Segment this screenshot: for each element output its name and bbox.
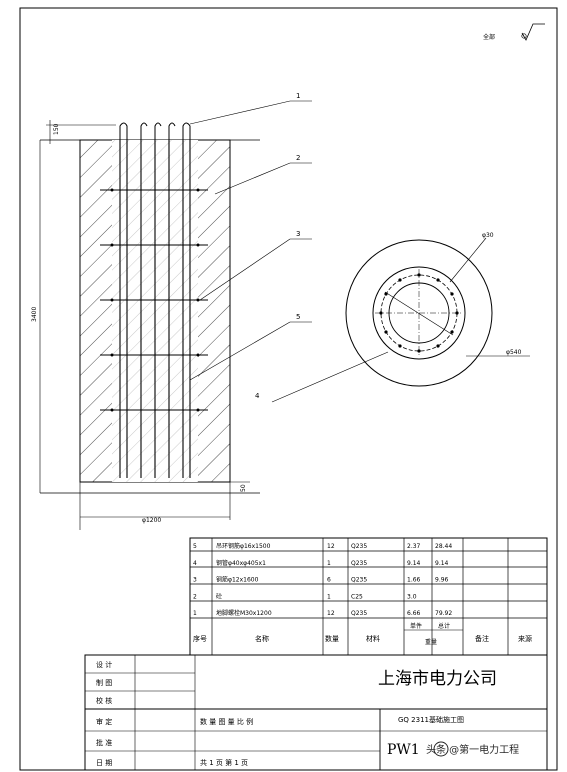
bom-header-no: 序号 <box>193 634 207 643</box>
bom-cell-material: Q235 <box>351 610 367 617</box>
bom-cell-name: 砼 <box>216 592 222 600</box>
bom-cell-unit: 1.66 <box>407 577 421 584</box>
bom-header-weight: 重量 <box>425 638 437 646</box>
role-approve: 审 定 <box>96 717 112 726</box>
drawing-title: GQ 2311基础施工图 <box>398 715 464 724</box>
bom-cell-total: 9.96 <box>435 577 449 584</box>
role-check: 校 核 <box>96 696 112 705</box>
company-name: 上海市电力公司 <box>378 669 497 689</box>
bom-cell-unit: 6.66 <box>407 610 421 617</box>
bom-cell-total: 28.44 <box>435 543 452 550</box>
bom-cell-qty: 6 <box>327 577 331 584</box>
bom-cell-unit: 2.37 <box>407 543 421 550</box>
bom-cell-material: C25 <box>351 593 363 600</box>
bom-cell-qty: 1 <box>327 560 331 567</box>
bom-header-material: 材料 <box>366 634 380 643</box>
bom-cell-unit: 9.14 <box>407 560 421 567</box>
callout-leaders <box>189 100 389 403</box>
callout-3: 3 <box>296 230 300 238</box>
bom-cell-total: 9.14 <box>435 560 449 567</box>
dim-top <box>46 120 116 144</box>
bom-cell-total: 79.92 <box>435 610 452 617</box>
bom-header-remark: 备注 <box>475 634 489 643</box>
bom-header: 序号 名称 数量 材料 单件 总计 重量 备注 来源 <box>193 622 532 646</box>
bom-cell-no: 1 <box>193 610 197 617</box>
bom-cell-qty: 12 <box>327 543 335 550</box>
bom-cell-no: 2 <box>193 593 197 600</box>
page-row: 共 1 页 第 1 页 <box>200 758 248 767</box>
callout-2: 2 <box>296 154 300 162</box>
role-design: 设 计 <box>96 660 112 669</box>
bom-cell-material: Q235 <box>351 577 367 584</box>
bom-cell-no: 4 <box>193 560 197 567</box>
bom-header-name: 名称 <box>255 634 269 643</box>
bom-cell-qty: 12 <box>327 610 335 617</box>
callout-4: 4 <box>255 392 260 400</box>
dim-height-label: 3400 <box>31 307 38 322</box>
title-block <box>84 654 548 771</box>
bom-header-unit: 单件 <box>410 622 422 630</box>
title-block-roles: 设 计 制 图 校 核 审 定 批 准 日 期 <box>96 660 112 767</box>
bom-header-source: 来源 <box>518 634 532 643</box>
watermark: 头条 @第一电力工程 <box>426 741 519 757</box>
section-hole-label: φ30 <box>482 232 494 239</box>
roughness-symbol: 全部 <box>483 23 545 41</box>
callout-1: 1 <box>296 92 300 100</box>
bom-cell-unit: 3.0 <box>407 593 417 600</box>
section-view: φ30 φ540 <box>345 232 530 387</box>
role-draw: 制 图 <box>96 678 112 687</box>
elevation-view: 150 3400 50 φ1200 1 2 3 5 4 <box>31 92 389 530</box>
bom-cell-name: 钢筋φ12x1600 <box>216 576 259 584</box>
bom-cell-no: 5 <box>193 543 197 550</box>
scale-row: 数 量 图 量 比 例 <box>200 717 253 726</box>
role-date: 日 期 <box>96 759 112 767</box>
bom-cell-no: 3 <box>193 577 197 584</box>
callout-5: 5 <box>296 313 300 321</box>
bom-cell-material: Q235 <box>351 543 367 550</box>
bom-header-total: 总计 <box>438 622 450 630</box>
drawing-number: PW1 <box>387 742 420 758</box>
bom-cell-qty: 1 <box>327 593 331 600</box>
bom-cell-material: Q235 <box>351 560 367 567</box>
bom-cell-name: 吊环钢筋φ16x1500 <box>216 542 271 550</box>
dim-bottom-label: 50 <box>240 484 247 492</box>
role-authorize: 批 准 <box>96 738 112 747</box>
bom-cell-name: 钢管φ40xφ405x1 <box>216 559 266 567</box>
stirrups <box>100 189 208 411</box>
watermark-text: 头条 @第一电力工程 <box>426 743 519 756</box>
dim-diameter-label: φ1200 <box>142 517 161 524</box>
section-outer-label: φ540 <box>506 349 522 356</box>
roughness-label: 全部 <box>483 33 495 41</box>
bom-header-qty: 数量 <box>325 634 339 643</box>
anchor-bars <box>119 140 191 478</box>
dim-top-label: 150 <box>53 123 60 135</box>
bolt-loops <box>119 122 191 140</box>
bom-cell-name: 地脚螺栓M30x1200 <box>216 609 272 617</box>
